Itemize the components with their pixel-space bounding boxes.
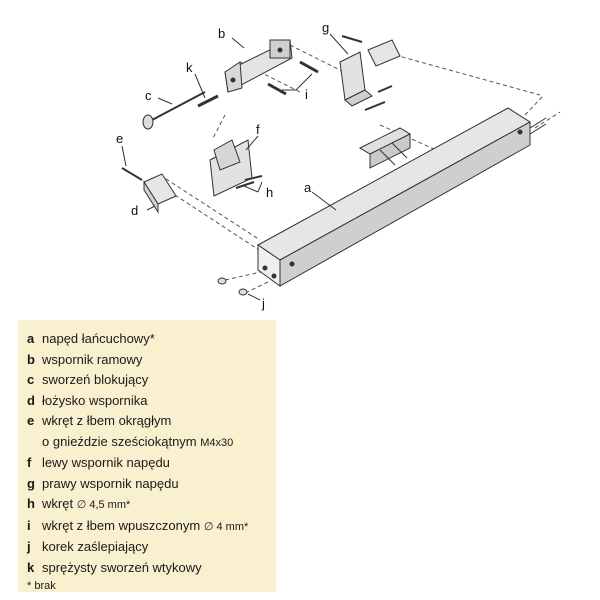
- legend-label-wrapper: wkręt z łbem wpuszczonym ∅ 4 mm*: [42, 516, 276, 538]
- callout-g: g: [322, 20, 329, 35]
- legend-label: łożysko wspornika: [42, 392, 148, 408]
- legend-label: wkręt: [42, 496, 74, 511]
- legend-spec: M4x30: [200, 436, 234, 449]
- right-drive-bracket: [339, 35, 401, 111]
- legend-key: c: [27, 372, 35, 387]
- legend-footnote: * brak: [27, 580, 56, 592]
- legend-item-f: f lewy wspornik napędu: [27, 453, 276, 474]
- legend-key: g: [27, 475, 35, 491]
- legend-item-b: b wspornik ramowy: [27, 350, 276, 371]
- callout-k: k: [186, 60, 193, 75]
- exploded-assembly-diagram: b k c e d f g h i a j: [116, 20, 561, 311]
- legend-label: lewy wspornik napędu: [42, 455, 170, 470]
- legend-item-h: h wkręt ∅ 4,5 mm*: [27, 494, 276, 516]
- legend-label: sprężysty sworzeń wtykowy: [42, 559, 202, 575]
- legend-label: prawy wspornik napędu: [42, 475, 179, 491]
- drive-bracket-mount: [358, 127, 412, 169]
- legend-label: napęd łańcuchowy*: [42, 331, 155, 346]
- blanking-plug: [217, 277, 248, 296]
- legend-item-c: c sworzeń blokujący: [27, 370, 276, 391]
- callout-e: e: [116, 131, 123, 146]
- countersunk-screws: [267, 60, 319, 96]
- legend-label: o gnieździe sześciokątnym: [42, 433, 197, 449]
- legend-item-d: d łożysko wspornika: [27, 391, 276, 412]
- legend-label: wkręt z łbem okrągłym: [42, 413, 172, 428]
- legend-label: sworzeń blokujący: [42, 372, 149, 387]
- frame-bracket: [224, 39, 293, 93]
- legend-key: i: [27, 517, 31, 533]
- chain-actuator: [257, 107, 547, 287]
- hex-socket-screw: [121, 167, 143, 181]
- bracket-bearing: [143, 173, 177, 214]
- legend-item-e: e wkręt z łbem okrągłym: [27, 411, 276, 432]
- callout-a: a: [304, 180, 312, 195]
- legend-label: wkręt z łbem wpuszczonym: [42, 517, 201, 533]
- legend-item-k: k sprężysty sworzeń wtykowy: [27, 558, 276, 579]
- legend-label: wspornik ramowy: [42, 351, 143, 367]
- legend-key: a: [27, 331, 35, 346]
- legend-item-e-continued: o gnieździe sześciokątnym M4x30: [27, 432, 276, 454]
- callout-h: h: [266, 185, 273, 200]
- callout-c: c: [145, 88, 152, 103]
- callout-b: b: [218, 26, 225, 41]
- legend-spec: ∅ 4 mm*: [203, 520, 249, 533]
- legend-key: h: [27, 496, 35, 511]
- legend-label-wrapper: o gnieździe sześciokątnym M4x30: [42, 432, 276, 454]
- parts-legend: a napęd łańcuchowy* b wspornik ramowy c …: [18, 320, 276, 592]
- legend-key: d: [27, 392, 35, 408]
- legend-label: korek zaślepiający: [42, 539, 149, 554]
- callout-d: d: [131, 203, 138, 218]
- legend-item-i: i wkręt z łbem wpuszczonym ∅ 4 mm*: [27, 516, 276, 538]
- legend-spec: ∅ 4,5 mm*: [76, 499, 131, 511]
- legend-label-wrapper: wkręt ∅ 4,5 mm*: [42, 494, 276, 516]
- legend-item-g: g prawy wspornik napędu: [27, 474, 276, 495]
- legend-key: e: [27, 413, 35, 428]
- callout-i: i: [305, 87, 308, 102]
- legend-key: j: [27, 539, 31, 554]
- legend-key: f: [27, 455, 32, 470]
- callout-f: f: [256, 122, 260, 137]
- legend-item-j: j korek zaślepiający: [27, 537, 276, 558]
- legend-key: b: [27, 351, 35, 367]
- legend-item-a: a napęd łańcuchowy*: [27, 329, 276, 350]
- leader-lines: [121, 33, 349, 301]
- left-drive-bracket: [209, 139, 263, 197]
- legend-key: k: [27, 559, 35, 575]
- callout-j: j: [261, 296, 265, 311]
- locking-pin: [142, 91, 206, 130]
- spring-pin: [197, 94, 219, 108]
